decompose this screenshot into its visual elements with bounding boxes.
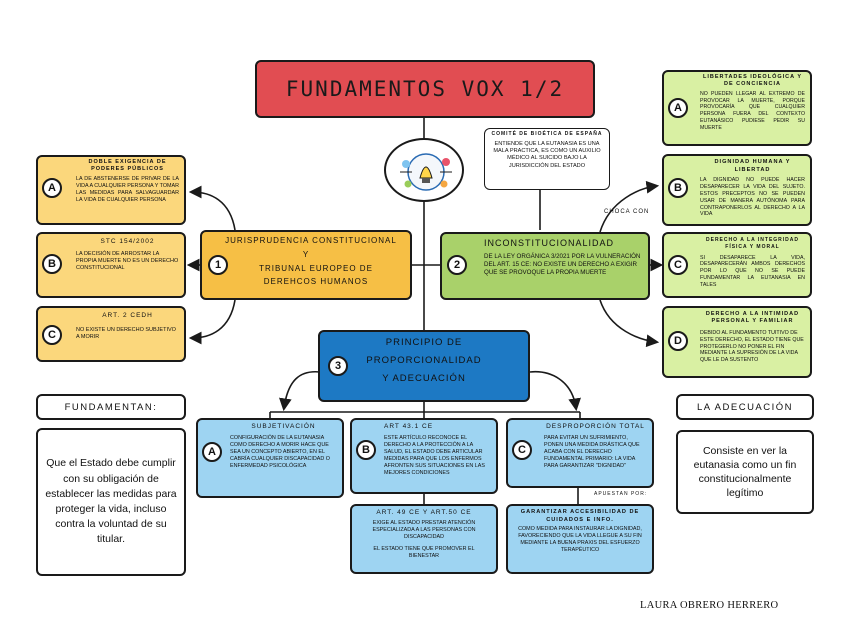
right-item-c-title: DERECHO A LA INTEGRIDAD FÍSICA Y MORAL xyxy=(706,237,799,250)
adecuacion-text: Consiste en ver la eutanasia como un fin… xyxy=(693,444,797,500)
fundamentan-text-box: Que el Estado debe cumplir con su obliga… xyxy=(36,428,186,576)
garantizar-text: COMO MEDIDA PARA INSTAURAR LA DIGNIDAD, … xyxy=(518,526,642,554)
bottom-item-b-title: ART 43.1 CE xyxy=(384,423,434,430)
art49-text-2: EL ESTADO TIENE QUE PROMOVER EL BIENESTA… xyxy=(373,545,475,559)
comite-box: COMITÉ DE BIOÉTICA DE ESPAÑA ENTIENDE QU… xyxy=(484,128,610,190)
right-item-b-text: LA DIGNIDAD NO PUEDE HACER DESAPARECER L… xyxy=(700,177,805,218)
node-1-line-1: JURISPRUDENCIA CONSTITUCIONAL xyxy=(225,236,397,245)
left-item-c-text: NO EXISTE UN DERECHO SUBJETIVO A MORIR xyxy=(76,326,176,340)
node-1-line-4: DEREHCOS HUMANOS xyxy=(263,277,369,287)
bottom-item-b-letter: B xyxy=(356,440,376,460)
node-2-title: INCONSTITUCIONALIDAD xyxy=(484,238,615,248)
left-item-c-letter: C xyxy=(42,325,62,345)
left-item-a-text: LA DE ABSTENERSE DE PRIVAR DE LA VIDA A … xyxy=(76,175,179,203)
brain-lightbulb-icon xyxy=(384,138,464,202)
bottom-item-c-letter: C xyxy=(512,440,532,460)
bottom-item-a: SUBJETIVACIÓN CONFIGURACIÓN DE LA EUTANA… xyxy=(196,418,344,498)
right-item-b-title: DIGNIDAD HUMANA Y LIBERTAD xyxy=(714,159,791,173)
comite-text: ENTIENDE QUE LA EUTANASIA ES UNA MALA PR… xyxy=(493,140,601,169)
art49-text-1: EXIGE AL ESTADO PRESTAR ATENCIÓN ESPECIA… xyxy=(372,519,476,540)
left-item-c-title: ART. 2 CEDH xyxy=(102,312,153,319)
node-2-inconstitucionalidad: INCONSTITUCIONALIDAD DE LA LEY ORGÁNICA … xyxy=(440,232,650,300)
bottom-item-c-title: DESPROPORCIÓN TOTAL xyxy=(546,423,645,430)
left-item-b-text: LA DECISIÓN DE ARROSTAR LA PROPIA MUERTE… xyxy=(76,250,179,272)
comite-title: COMITÉ DE BIOÉTICA DE ESPAÑA xyxy=(491,131,603,137)
adecuacion-label-box: LA ADECUACIÓN xyxy=(676,394,814,420)
page-title: FUNDAMENTOS VOX 1/2 xyxy=(285,77,565,101)
apuestan-por-label: APUESTAN POR: xyxy=(594,491,648,497)
right-item-d-letter: D xyxy=(668,331,688,351)
author-signature: LAURA OBRERO HERRERO xyxy=(640,600,779,611)
node-1-line-2: Y xyxy=(302,249,310,259)
node-2-number: 2 xyxy=(447,255,467,275)
choca-con-label: CHOCA CON xyxy=(604,209,650,215)
node-3-line-1: PRINCIPIO DE xyxy=(385,337,463,348)
bottom-item-c-text: PARA EVITAR UN SUFRIMIENTO, PONEN UNA ME… xyxy=(544,434,640,469)
art49-title: ART. 49 CE Y ART.50 CE xyxy=(376,509,472,516)
right-item-c-letter: C xyxy=(668,255,688,275)
node-1-jurisprudencia: JURISPRUDENCIA CONSTITUCIONAL Y TRIBUNAL… xyxy=(200,230,412,300)
left-item-a-letter: A xyxy=(42,178,62,198)
bottom-item-a-title: SUBJETIVACIÓN xyxy=(251,423,316,430)
garantizar-box: GARANTIZAR ACCESIBILIDAD DE CUIDADOS E I… xyxy=(506,504,654,574)
right-item-a-text: NO PUEDEN LLEGAR AL EXTREMO DE PROVOCAR … xyxy=(700,90,805,131)
right-item-c-text: SI DESAPARECE LA VIDA, DESAPARECERÁN AMB… xyxy=(700,254,805,289)
node-3-principio: PRINCIPIO DE PROPORCIONALIDAD Y ADECUACI… xyxy=(318,330,530,402)
adecuacion-label: LA ADECUACIÓN xyxy=(696,401,794,413)
node-3-number: 3 xyxy=(328,356,348,376)
right-item-a-letter: A xyxy=(668,98,688,118)
node-1-line-3: TRIBUNAL EUROPEO DE xyxy=(259,263,373,273)
bottom-item-b: ART 43.1 CE ESTE ARTÍCULO RECONOCE EL DE… xyxy=(350,418,498,494)
art49-box: ART. 49 CE Y ART.50 CE EXIGE AL ESTADO P… xyxy=(350,504,498,574)
right-item-d-title: DERECHO A LA INTIMIDAD PERSONAL Y FAMILI… xyxy=(705,311,800,325)
fundamentan-label: FUNDAMENTAN: xyxy=(64,401,158,413)
right-item-d-text: DEBIDO AL FUNDAMENTO TUITIVO DE ESTE DER… xyxy=(700,329,804,364)
bottom-item-a-letter: A xyxy=(202,442,222,462)
title-box: FUNDAMENTOS VOX 1/2 xyxy=(255,60,595,118)
node-2-text: DE LA LEY ORGÁNICA 3/2021 POR LA VULNERA… xyxy=(484,253,641,277)
left-item-a-title: DOBLE EXIGENCIA DE PODERES PÚBLICOS xyxy=(88,159,167,173)
adecuacion-text-box: Consiste en ver la eutanasia como un fin… xyxy=(676,430,814,514)
left-item-b: STC 154/2002 LA DECISIÓN DE ARROSTAR LA … xyxy=(36,232,186,298)
fundamentan-label-box: FUNDAMENTAN: xyxy=(36,394,186,420)
node-1-number: 1 xyxy=(208,255,228,275)
node-3-line-2: PROPORCIONALIDAD xyxy=(366,354,482,366)
right-item-a-title: LIBERTADES IDEOLÓGICA Y DE CONCIENCIA xyxy=(703,74,802,88)
node-3-line-3: Y ADECUACIÓN xyxy=(382,372,466,384)
garantizar-title: GARANTIZAR ACCESIBILIDAD DE CUIDADOS E I… xyxy=(520,509,640,523)
fundamentan-text: Que el Estado debe cumplir con su obliga… xyxy=(45,457,177,546)
left-item-b-title: STC 154/2002 xyxy=(100,238,155,245)
bottom-item-a-text: CONFIGURACIÓN DE LA EUTANASIA COMO DEREC… xyxy=(230,434,330,469)
bottom-item-b-text: ESTE ARTÍCULO RECONOCE EL DERECHO A LA P… xyxy=(384,434,485,476)
right-item-b-letter: B xyxy=(668,178,688,198)
right-item-c: DERECHO A LA INTEGRIDAD FÍSICA Y MORAL S… xyxy=(662,232,812,298)
left-item-b-letter: B xyxy=(42,254,62,274)
